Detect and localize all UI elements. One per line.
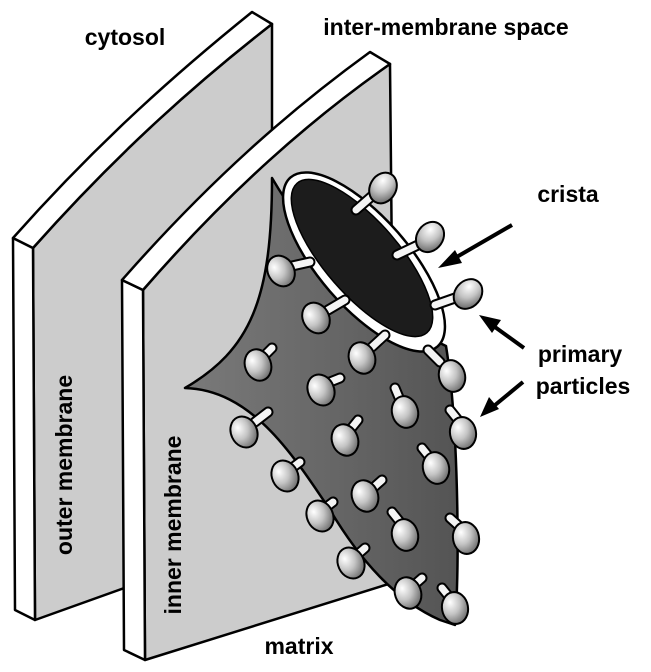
- inner-membrane-label: inner membrane: [160, 436, 186, 615]
- inner-membrane-front-edge: [122, 280, 145, 660]
- primary-particles-arrow-upper: [479, 315, 524, 348]
- primary-particles-label-line2: particles: [536, 373, 631, 399]
- primary-particles-label-line1: primary: [538, 341, 623, 367]
- outer-membrane-label: outer membrane: [51, 375, 77, 555]
- primary-particles-arrow-lower: [480, 382, 523, 417]
- primary-particle: [397, 216, 450, 257]
- crista-arrow: [438, 225, 512, 268]
- outer-membrane-front-edge: [13, 238, 35, 620]
- intermembrane-space-label: inter-membrane space: [323, 14, 568, 40]
- cytosol-label: cytosol: [85, 24, 166, 50]
- crista-label: crista: [537, 181, 599, 207]
- matrix-label: matrix: [264, 633, 333, 659]
